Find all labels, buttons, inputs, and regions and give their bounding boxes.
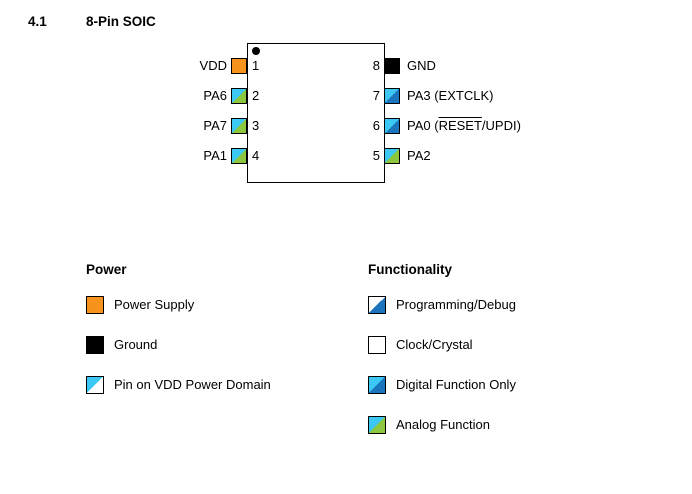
section-number: 4.1	[28, 14, 47, 29]
legend-swatch-digital-only	[368, 376, 386, 394]
pin-5-swatch	[384, 148, 400, 164]
pin-3-label: PA7	[203, 118, 227, 133]
legend-power-title: Power	[86, 262, 127, 277]
pin-3-swatch	[231, 118, 247, 134]
pin-5-label: PA2	[407, 148, 431, 163]
pin-1-number: 1	[252, 58, 260, 73]
legend-label-clock-crystal: Clock/Crystal	[396, 337, 473, 352]
legend-swatch-clock-crystal	[368, 336, 386, 354]
pin-6-label: PA0 (RESET/UPDI)	[407, 118, 521, 134]
legend-label-vdd-domain: Pin on VDD Power Domain	[114, 377, 271, 392]
chip-body	[247, 43, 385, 183]
pin-7-number: 7	[372, 88, 380, 103]
pin-3-number: 3	[252, 118, 260, 133]
pin1-indicator-dot	[252, 47, 260, 55]
legend-swatch-vdd-domain	[86, 376, 104, 394]
legend-label-power-supply: Power Supply	[114, 297, 195, 312]
legend-label-ground: Ground	[114, 337, 158, 352]
pin-6-swatch	[384, 118, 400, 134]
legend-swatch-programming-debug	[368, 296, 386, 314]
pin-6-label-suffix: /UPDI)	[481, 118, 521, 133]
pin-8-number: 8	[372, 58, 380, 73]
pin-6-label-reset-overline: RESET	[438, 118, 482, 133]
pin-2-label: PA6	[203, 88, 227, 103]
legend-swatch-power-supply	[86, 296, 104, 314]
pin-5-number: 5	[372, 148, 380, 163]
legend-swatch-ground	[86, 336, 104, 354]
legend-label-digital-only: Digital Function Only	[396, 377, 516, 392]
pin-4-swatch	[231, 148, 247, 164]
pin-2-number: 2	[252, 88, 260, 103]
pin-4-number: 4	[252, 148, 260, 163]
pin-2-swatch	[231, 88, 247, 104]
legend-functionality-title: Functionality	[368, 262, 452, 277]
pin-1-swatch	[231, 58, 247, 74]
pin-7-label: PA3 (EXTCLK)	[407, 88, 494, 103]
legend-label-programming-debug: Programming/Debug	[396, 297, 516, 312]
pin-6-label-prefix: PA0 (	[407, 118, 439, 133]
pin-6-number: 6	[372, 118, 380, 133]
pin-8-swatch	[384, 58, 400, 74]
pin-1-label: VDD	[199, 58, 227, 73]
section-title: 8-Pin SOIC	[86, 14, 156, 29]
pin-8-label: GND	[407, 58, 436, 73]
pin-7-swatch	[384, 88, 400, 104]
pin-4-label: PA1	[203, 148, 227, 163]
legend-swatch-analog-function	[368, 416, 386, 434]
legend-label-analog-function: Analog Function	[396, 417, 490, 432]
